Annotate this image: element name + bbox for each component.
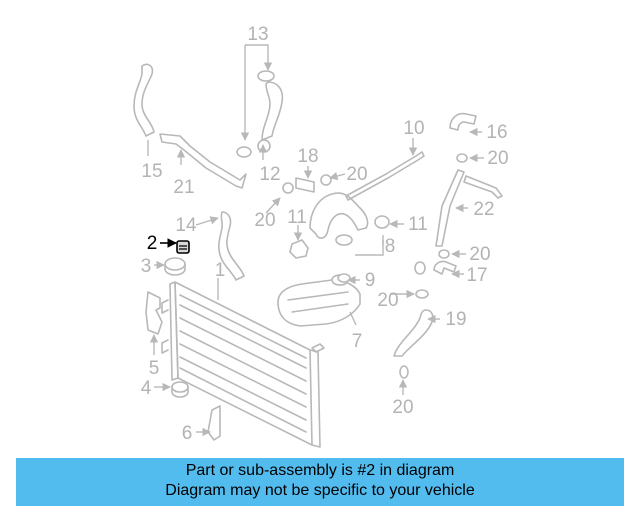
coolant-hose-part	[261, 81, 284, 141]
cap-part	[171, 381, 189, 398]
upper-hose-part	[133, 63, 155, 137]
clamp-part	[414, 261, 426, 275]
callout-20-f: 20	[392, 397, 413, 418]
lower-bracket-part	[207, 405, 221, 441]
pipe-22-part	[435, 169, 465, 247]
expansion-tank-part	[277, 274, 361, 327]
clamp-part	[236, 146, 252, 158]
pipe-22-branch	[463, 175, 503, 199]
clamp-part	[320, 174, 332, 186]
callout-8: 8	[385, 236, 396, 257]
clamp-part	[456, 153, 468, 163]
callout-16: 16	[486, 122, 507, 143]
callout-6: 6	[182, 423, 193, 444]
clamp-part	[374, 215, 390, 229]
callout-1: 1	[215, 260, 226, 281]
coolant-line-part	[345, 151, 425, 201]
callout-2-highlighted: 2	[147, 233, 158, 254]
clamp-part	[415, 289, 429, 299]
callout-11-b: 11	[408, 214, 428, 235]
banner-line-1: Part or sub-assembly is #2 in diagram	[185, 462, 455, 479]
banner-line-2: Diagram may not be specific to your vehi…	[165, 482, 475, 499]
radiator-part	[161, 281, 325, 448]
callout-20-a: 20	[346, 164, 367, 185]
leader-lines	[147, 44, 484, 437]
center-hose-part	[309, 192, 369, 239]
callout-7: 7	[352, 331, 363, 352]
callout-12: 12	[259, 164, 280, 185]
callout-labels: 13 15 21 12 18 20 10 16 20 22 20 11 11 8…	[141, 24, 509, 444]
clamp-part	[335, 234, 353, 246]
info-banner: Part or sub-assembly is #2 in diagram Di…	[16, 458, 624, 506]
clamp-part	[337, 273, 351, 283]
hose-part	[218, 211, 245, 281]
sensor-part	[289, 239, 309, 259]
clamp-part	[282, 182, 294, 194]
clamp-part	[257, 139, 271, 153]
callout-4: 4	[141, 378, 152, 399]
callout-20-b: 20	[487, 148, 508, 169]
mount-part	[164, 257, 186, 276]
callout-15: 15	[141, 161, 162, 182]
callout-21: 21	[173, 177, 194, 198]
bracket-part	[145, 291, 163, 335]
callout-11-a: 11	[287, 207, 307, 228]
hose-18-part	[295, 177, 315, 193]
coolant-pipe-part	[159, 133, 247, 189]
clamp-part	[257, 70, 275, 82]
callout-9: 9	[365, 270, 376, 291]
callout-20-e: 20	[377, 290, 398, 311]
callout-18: 18	[297, 146, 318, 167]
callout-5: 5	[149, 358, 160, 379]
callout-13: 13	[247, 24, 268, 45]
hose-17-part	[433, 260, 457, 275]
highlighted-part-2	[176, 240, 190, 254]
callout-20-c: 20	[254, 210, 275, 231]
hose-19-part	[393, 309, 434, 357]
callout-10: 10	[403, 118, 424, 139]
clamp-part	[399, 365, 409, 379]
callout-14: 14	[175, 215, 197, 236]
callout-22: 22	[473, 199, 494, 220]
clamp-part	[438, 249, 450, 259]
hose-16-part	[449, 112, 477, 131]
callout-20-d: 20	[469, 244, 490, 265]
callout-19: 19	[445, 309, 466, 330]
callout-17: 17	[466, 265, 487, 286]
callout-3: 3	[141, 256, 152, 277]
